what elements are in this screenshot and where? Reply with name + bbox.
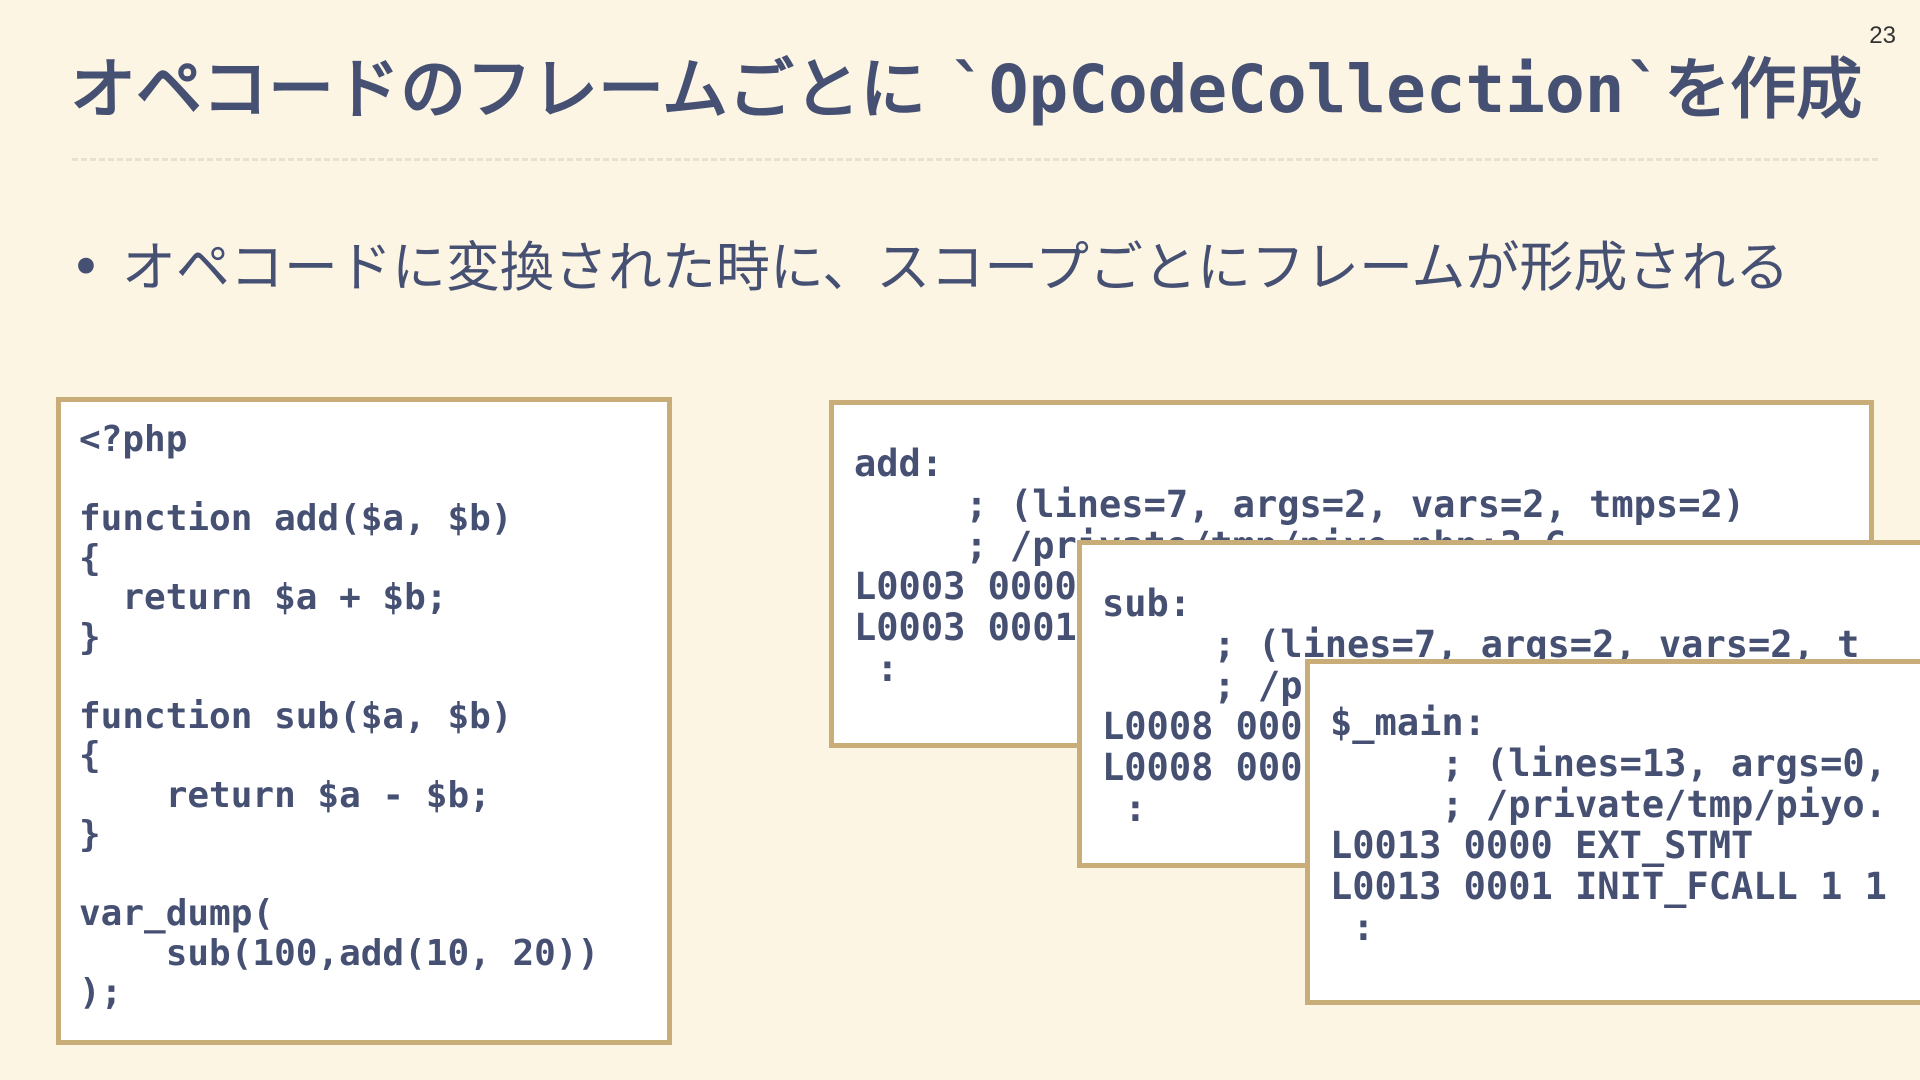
title-text-prefix: オペコードのフレームごとに [70,51,949,128]
opcode-frame-main: $_main: ; (lines=13, args=0, ; /private/… [1305,659,1920,1005]
title-text-suffix: を作成 [1664,51,1863,128]
slide-title: オペコードのフレームごとに `OpCodeCollection`を作成 [70,40,1862,140]
title-code-span: `OpCodeCollection` [949,51,1665,128]
bullet-text: オペコードに変換された時に、スコープごとにフレームが形成される [121,236,1790,299]
php-source-code-block: <?php function add($a, $b) { return $a +… [56,397,672,1045]
bullet-marker: • [70,236,102,299]
bullet-point: • オペコードに変換された時に、スコープごとにフレームが形成される [70,228,1789,308]
page-number: 23 [1869,22,1896,49]
title-divider [72,158,1878,161]
